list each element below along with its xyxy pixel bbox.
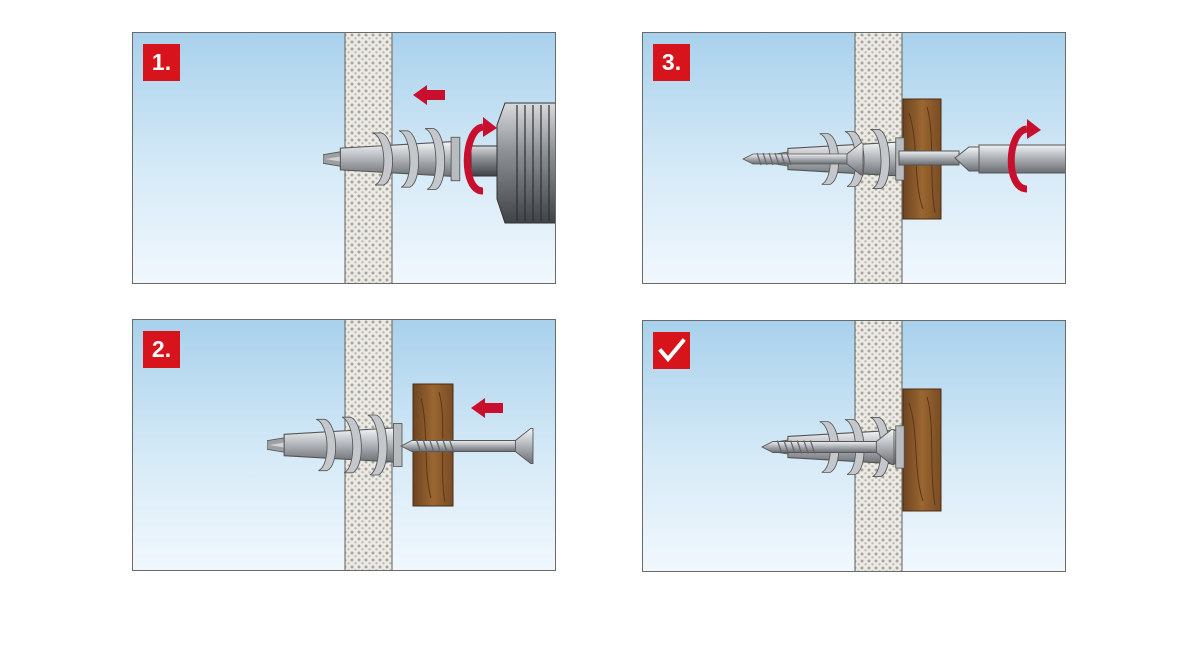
step-2-panel: 2. <box>132 319 556 571</box>
step-1-illustration <box>323 33 555 283</box>
step-3-illustration <box>742 33 1065 283</box>
left-arrow-icon <box>413 85 445 105</box>
clockwise-rotation-icon <box>1007 119 1041 193</box>
step-done-badge <box>653 332 690 369</box>
wall-anchor <box>267 414 403 476</box>
step-done-illustration <box>760 321 942 571</box>
checkmark-icon <box>658 338 686 363</box>
screwdriver <box>954 144 1065 174</box>
left-arrow-icon <box>471 398 503 418</box>
step-1-badge: 1. <box>143 44 180 81</box>
step-3-badge: 3. <box>653 44 690 81</box>
wooden-board <box>902 388 942 512</box>
drill-chuck <box>470 102 555 224</box>
step-2-badge: 2. <box>143 331 180 368</box>
screw-shank <box>898 150 960 166</box>
step-done-panel <box>642 320 1066 572</box>
step-3-panel: 3. <box>642 32 1066 284</box>
clockwise-rotation-icon <box>463 117 497 195</box>
step-2-illustration <box>267 320 534 570</box>
step-1-panel: 1. <box>132 32 556 284</box>
